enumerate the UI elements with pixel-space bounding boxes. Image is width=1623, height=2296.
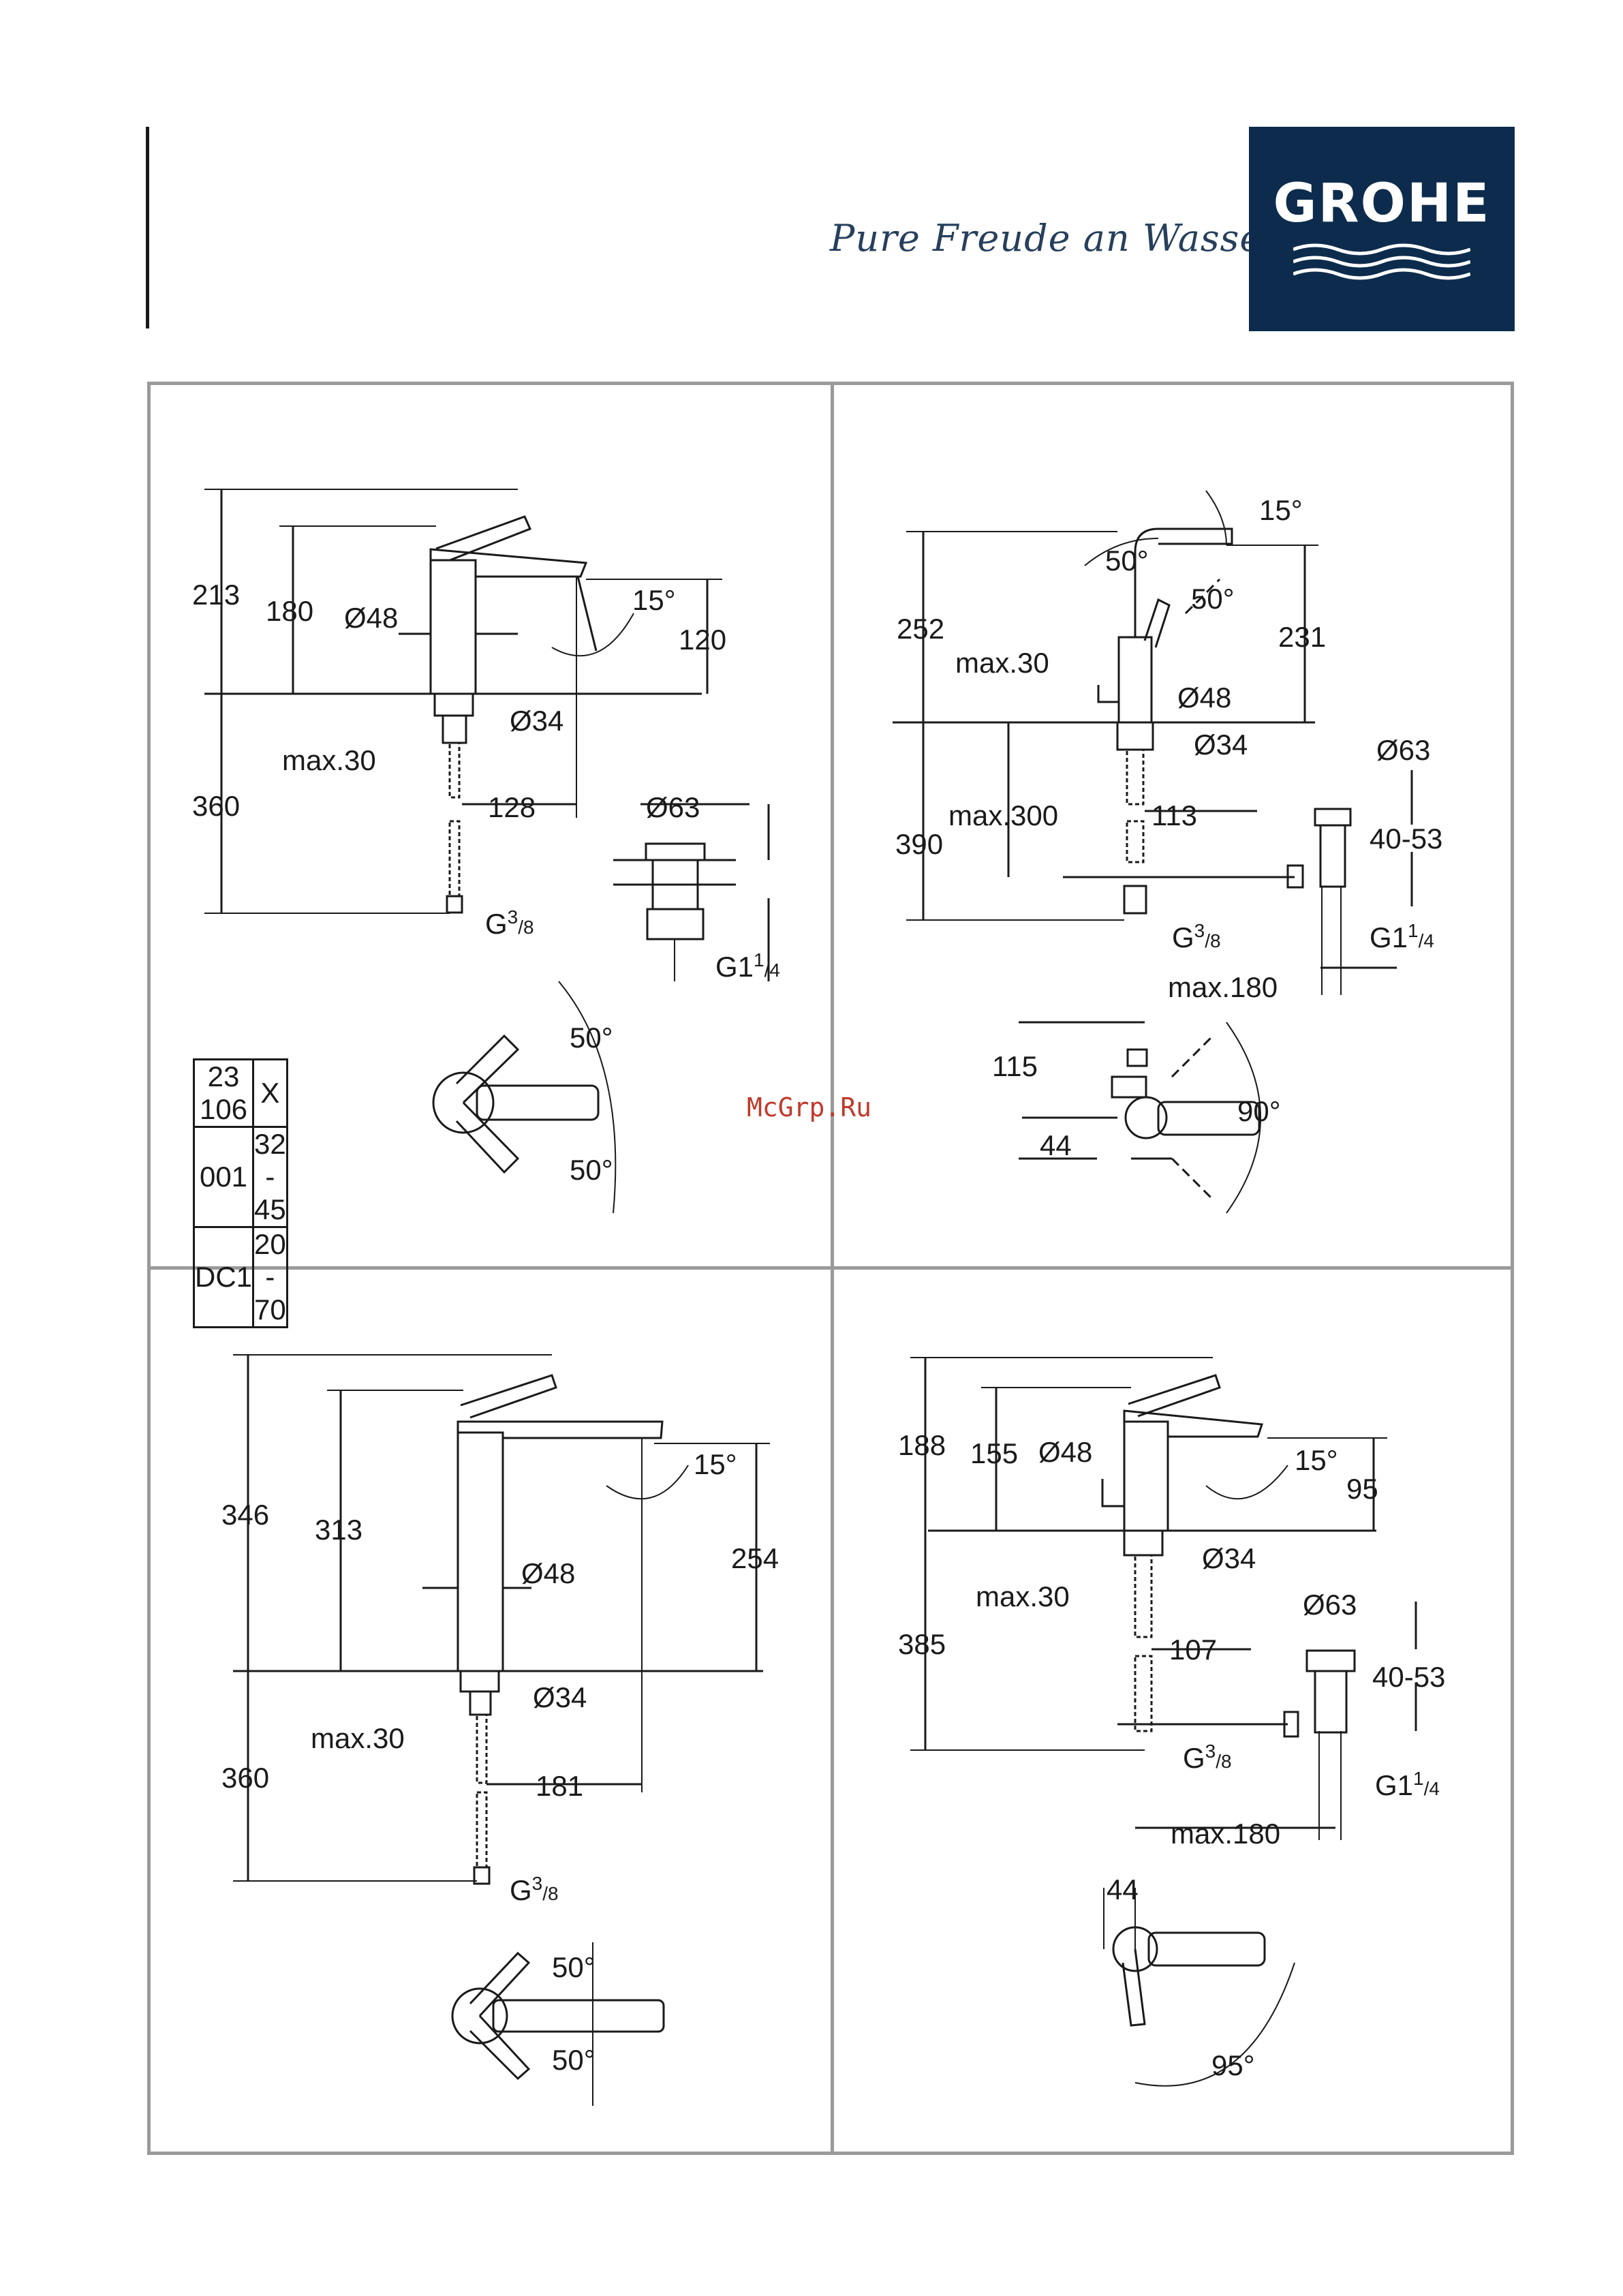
grohe-logo: GROHE [1249,127,1515,331]
dim-107: 107 [1169,1634,1218,1666]
dim-390: 390 [895,828,944,860]
dim-angle-15: 15° [1259,494,1303,526]
dim-95: 95 [1346,1473,1378,1505]
table-cell: 20 - 70 [252,1226,288,1328]
faucet-lever [435,515,532,562]
table-header-cell: X [252,1058,288,1128]
frame-divider-horizontal [147,1266,1514,1270]
dim-diameter-63: Ø63 [646,791,700,823]
dim-thread-g38: G3/8 [485,906,534,940]
dim-angle-15: 15° [632,584,676,616]
dim-angle-50-upper: 50° [552,1951,596,1983]
dim-120: 120 [679,624,727,656]
dim-128: 128 [488,791,536,823]
dim-thread-g38: G3/8 [1183,1741,1232,1774]
table-cell: 32 - 45 [252,1126,288,1228]
dim-max-30: max.30 [976,1580,1070,1612]
dim-181: 181 [536,1770,584,1802]
dim-thread-g38: G3/8 [1172,920,1221,953]
dim-thread-g114: G11/4 [1375,1768,1440,1801]
table-row: DC1 20 - 70 [192,1226,288,1328]
dim-115: 115 [992,1050,1038,1082]
faucet-lever [1143,598,1171,648]
dim-angle-50-left: 50° [1105,545,1149,577]
dim-diameter-48: Ø48 [1038,1436,1093,1468]
dim-180: 180 [266,595,314,627]
faucet-lever [460,1374,557,1419]
dim-44: 44 [1107,1873,1139,1905]
dim-360: 360 [221,1762,270,1794]
dim-diameter-34: Ø34 [533,1681,587,1713]
dim-188: 188 [898,1429,946,1461]
dim-max-180: max.180 [1168,971,1278,1003]
side-rule [146,127,149,328]
table-row: 23 106 X [192,1058,288,1128]
dim-44: 44 [1040,1129,1072,1161]
dim-range-40-53: 40-53 [1372,1661,1446,1693]
table-cell: DC1 [192,1226,255,1328]
table-header-cell: 23 106 [192,1058,255,1128]
dim-diameter-63: Ø63 [1376,734,1431,766]
dim-155: 155 [970,1437,1019,1469]
dim-diameter-34: Ø34 [1202,1542,1256,1574]
dim-angle-50-lower: 50° [552,2044,596,2076]
dim-360: 360 [192,790,241,822]
dim-diameter-48: Ø48 [521,1557,576,1589]
dim-231: 231 [1278,621,1327,653]
faucet-drawing-bl [233,1354,770,2106]
dim-diameter-48: Ø48 [1177,682,1232,714]
faucet-drawing-tr [893,490,1413,1214]
faucet-drawing-tl [204,489,770,1214]
brand-tagline: Pure Freude an Wasser [830,217,1281,260]
dim-213: 213 [192,579,241,611]
dim-254: 254 [731,1542,779,1574]
variants-table: 23 106 X 001 32 - 45 DC1 20 - 70 [192,1058,288,1328]
dim-angle-15: 15° [694,1448,737,1480]
dim-thread-g38: G3/8 [510,1873,559,1906]
dim-252: 252 [897,613,945,645]
dim-385: 385 [898,1628,946,1660]
dim-max-30: max.30 [282,744,376,776]
dim-max-300: max.300 [948,799,1059,831]
dim-angle-50-upper: 50° [570,1022,613,1054]
dim-diameter-34: Ø34 [1194,729,1248,761]
dim-diameter-48: Ø48 [344,602,399,634]
dim-diameter-63: Ø63 [1303,1589,1357,1621]
dim-angle-50-right: 50° [1191,583,1235,615]
faucet-body [1123,1420,1169,1532]
dim-max-30: max.30 [311,1722,405,1754]
dim-346: 346 [221,1499,270,1531]
dim-angle-15: 15° [1295,1444,1338,1476]
dim-max-180: max.180 [1171,1818,1281,1850]
dim-thread-g114: G11/4 [715,949,780,983]
dim-angle-50-lower: 50° [570,1154,613,1186]
faucet-drawing-br [910,1357,1417,2087]
table-row: 001 32 - 45 [192,1126,288,1228]
dim-range-40-53: 40-53 [1370,823,1443,855]
dim-diameter-34: Ø34 [510,705,564,737]
dim-angle-90: 90° [1237,1095,1281,1127]
water-waves-icon [1293,243,1470,280]
faucet-lever [1128,1374,1221,1418]
dim-313: 313 [315,1514,363,1546]
watermark-text: McGrp.Ru [747,1092,872,1122]
dim-113: 113 [1151,799,1197,831]
dim-angle-95: 95° [1211,2049,1255,2081]
logo-text: GROHE [1273,173,1491,234]
dim-max-30: max.30 [955,647,1049,679]
table-cell: 001 [192,1126,255,1228]
dim-thread-g114: G11/4 [1370,920,1434,953]
